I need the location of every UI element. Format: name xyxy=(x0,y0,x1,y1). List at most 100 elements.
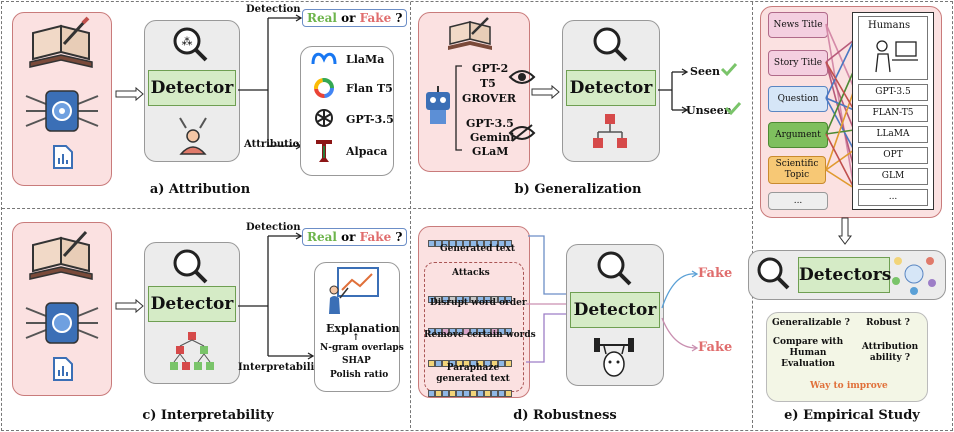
model-gpt35: GPT-3.5 xyxy=(346,113,394,126)
tokens-attack-1 xyxy=(428,288,512,303)
bracket-b xyxy=(455,65,462,151)
explanation-arrow: ↑ xyxy=(352,333,360,343)
detectors-label: Detectors xyxy=(798,257,891,293)
input-box-d xyxy=(418,226,530,398)
source-argument: Argument xyxy=(768,122,828,148)
detector-cluster-icon xyxy=(892,257,936,295)
robot-icon xyxy=(426,86,450,124)
generated-text-label: Generated text xyxy=(440,244,515,254)
detector-label: Detector xyxy=(148,70,236,106)
svg-text:⁂: ⁂ xyxy=(182,35,193,48)
or-text-c: or xyxy=(336,230,360,244)
caption-d: d) Robustness xyxy=(513,408,617,423)
attribution-label: Attribution xyxy=(244,139,307,150)
book-pen-icon-c xyxy=(29,230,93,280)
model-list-a xyxy=(300,46,394,176)
double-arrow-b xyxy=(531,84,560,100)
fake-bottom: Fake xyxy=(698,340,733,355)
tokens-attack-3 xyxy=(428,352,512,367)
unseen-model-1: GPT-3.5 xyxy=(466,117,514,130)
tree-icon xyxy=(170,332,214,370)
caption-e: e) Empirical Study xyxy=(784,408,920,423)
q-human-eval: Compare with Human Evaluation xyxy=(772,337,844,369)
magnifier-icon-b xyxy=(593,27,628,62)
tokens-attack-2 xyxy=(428,320,512,335)
generator-more: ... xyxy=(858,189,928,206)
document-chart-icon xyxy=(53,145,73,169)
magnifier-icon-e xyxy=(757,257,790,290)
arrows-d xyxy=(661,270,699,352)
source-scientific-topic: Scientific Topic xyxy=(768,156,826,184)
meta-icon xyxy=(311,52,337,65)
divider-top-bottom xyxy=(2,208,752,209)
human-at-desk-icon xyxy=(875,40,918,73)
book-pen-icon-b xyxy=(448,17,492,50)
ai-chip-icon-c xyxy=(25,302,99,344)
source-question: Question xyxy=(768,86,828,112)
q-attribution: Attribution ability ? xyxy=(861,342,919,363)
q-robust: Robust ? xyxy=(866,318,910,328)
unseen-model-3: GLaM xyxy=(472,145,509,158)
fake-text: Fake xyxy=(359,11,392,25)
google-icon xyxy=(314,78,334,98)
seen-model-1: GPT-2 xyxy=(472,62,509,75)
double-arrow xyxy=(115,86,144,102)
arrows-b xyxy=(658,68,689,114)
person-icon xyxy=(179,117,207,155)
interpretability-label: Interpretability xyxy=(238,362,325,373)
way-to-improve: Way to improve xyxy=(810,381,888,391)
mapping-lines xyxy=(825,23,855,189)
presentation-icon xyxy=(329,267,379,314)
seen-model-2: T5 xyxy=(480,77,496,90)
fake-text-c: Fake xyxy=(359,230,392,244)
eye-icon xyxy=(508,70,536,84)
caption-b: b) Generalization xyxy=(514,182,642,197)
network-icon xyxy=(593,114,627,148)
real-or-fake-c: Real or Fake ? xyxy=(302,228,408,246)
generator-llama: LLaMA xyxy=(858,126,928,143)
unseen-label: Unseen xyxy=(686,104,732,117)
generator-flan-t5: FLAN-T5 xyxy=(858,105,928,122)
detection-label-c: Detection xyxy=(246,222,301,233)
document-chart-icon-c xyxy=(53,357,73,381)
questions-box xyxy=(766,312,928,402)
check-icon-seen xyxy=(720,62,738,77)
real-or-fake-a: Real or Fake ? xyxy=(302,9,408,27)
expl-ngram: N-gram overlaps xyxy=(320,343,404,353)
generator-opt: OPT xyxy=(858,147,928,164)
expl-shap: SHAP xyxy=(342,356,371,366)
magnifier-icon: ⁂ xyxy=(173,27,208,62)
magnifier-icon-c xyxy=(173,249,208,284)
tokens-attack-3b xyxy=(428,382,512,397)
divider-ab xyxy=(410,2,411,428)
check-icon-unseen xyxy=(724,101,742,116)
source-news-title: News Title xyxy=(768,12,828,38)
weightlifter-icon xyxy=(594,338,634,377)
stanford-icon xyxy=(316,140,332,162)
model-flan-t5: Flan T5 xyxy=(346,82,393,95)
detector-label-b: Detector xyxy=(566,70,656,106)
attack-item-3: Paraphaze generated text xyxy=(436,363,510,384)
generator-humans: Humans xyxy=(868,20,911,31)
source-more: ... xyxy=(768,192,828,210)
real-text-c: Real xyxy=(307,230,337,244)
openai-icon xyxy=(315,109,333,127)
flow-lines-d xyxy=(526,235,566,363)
q-generalizable: Generalizable ? xyxy=(772,318,850,328)
or-text: or xyxy=(336,11,360,25)
seen-label: Seen xyxy=(690,65,720,78)
detector-label-d: Detector xyxy=(570,292,660,328)
q-text: ? xyxy=(391,11,403,25)
eye-off-icon xyxy=(508,124,536,142)
detector-label-c: Detector xyxy=(148,286,236,322)
detection-label-a: Detection xyxy=(246,4,301,15)
unseen-model-2: Gemini xyxy=(470,131,515,144)
magnifier-icon-d xyxy=(597,251,632,286)
seen-model-3: GROVER xyxy=(462,92,516,105)
attack-item-1: Disrupt word order xyxy=(430,298,527,308)
tokens-generated xyxy=(428,232,512,247)
explanation-title: Explanation xyxy=(326,322,400,335)
down-arrow-e xyxy=(838,217,852,245)
real-text: Real xyxy=(307,11,337,25)
